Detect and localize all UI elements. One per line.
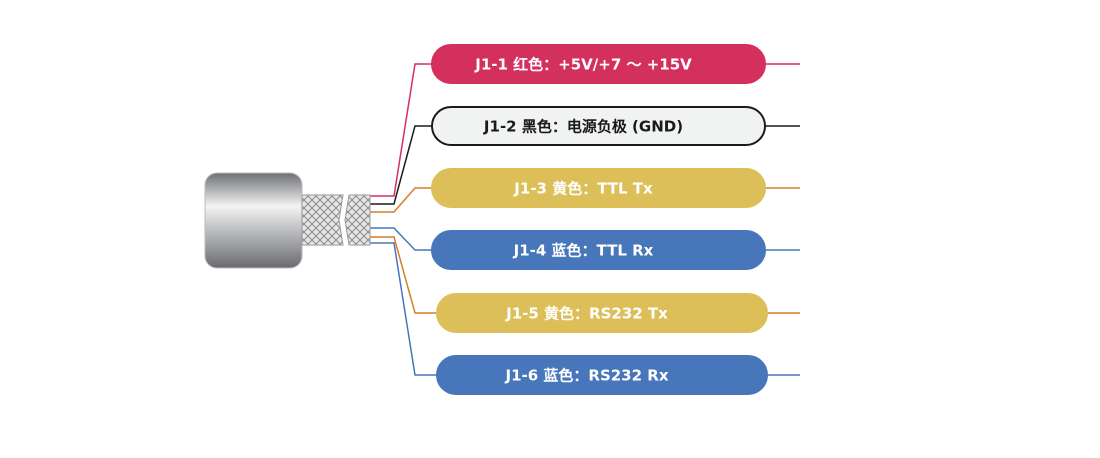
wire-3 xyxy=(370,187,432,213)
pin-label-text: J1-1 红色：+5V/+7 ～ +15V xyxy=(474,56,692,74)
pin-label-text: J1-2 黑色：电源负极 (GND) xyxy=(483,118,683,136)
wires xyxy=(370,63,800,376)
cable-braid-left xyxy=(301,194,344,246)
connector-body xyxy=(204,172,303,269)
pin-label-text: J1-3 黄色：TTL Tx xyxy=(513,180,653,198)
pin-labels: J1-1 红色：+5V/+7 ～ +15V J1-2 黑色：电源负极 (GND) J… xyxy=(431,44,768,395)
pin-label-6: J1-6 蓝色：RS232 Rx xyxy=(436,355,768,395)
pin-label-1: J1-1 红色：+5V/+7 ～ +15V xyxy=(431,44,766,84)
wire-4 xyxy=(370,227,432,251)
wire-6 xyxy=(370,242,437,376)
wire-1 xyxy=(370,63,432,197)
cable-braid-right xyxy=(344,194,371,246)
wire-5 xyxy=(370,236,437,314)
pin-label-4: J1-4 蓝色：TTL Rx xyxy=(431,230,766,270)
wire-2 xyxy=(370,125,432,205)
pin-label-text: J1-4 蓝色：TTL Rx xyxy=(513,242,654,260)
pin-label-text: J1-5 黄色：RS232 Tx xyxy=(505,305,668,323)
pin-label-text: J1-6 蓝色：RS232 Rx xyxy=(504,367,668,385)
pin-label-3: J1-3 黄色：TTL Tx xyxy=(431,168,766,208)
pin-label-2: J1-2 黑色：电源负极 (GND) xyxy=(431,106,766,146)
pin-label-5: J1-5 黄色：RS232 Tx xyxy=(436,293,768,333)
